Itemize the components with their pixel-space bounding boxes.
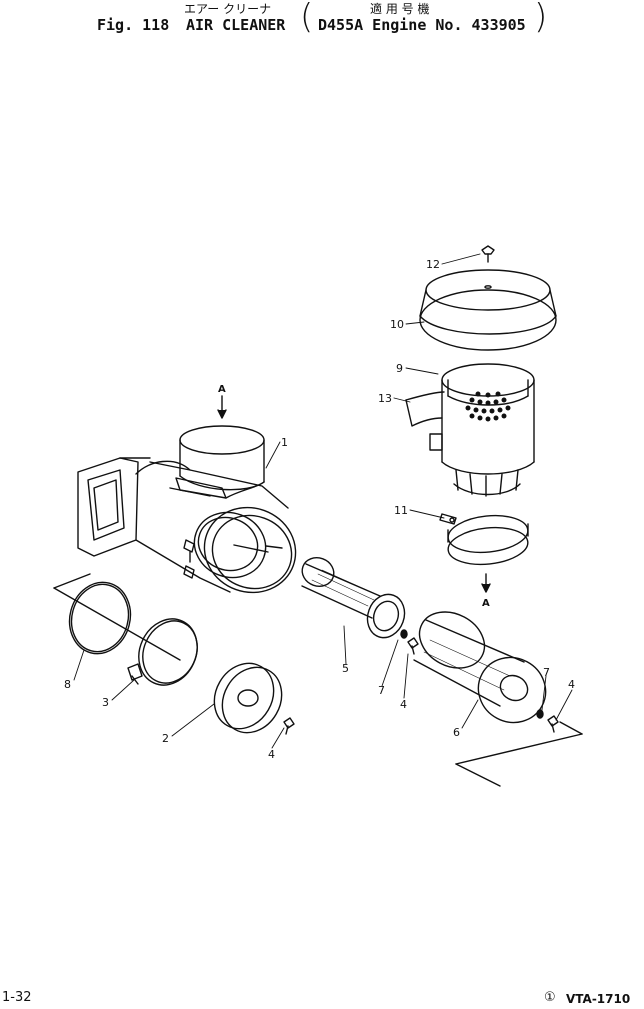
wing-nut-4a	[407, 637, 419, 655]
assembly-bracket-right-top	[559, 721, 583, 735]
perforation-pattern	[465, 391, 511, 422]
figure-number: Fig. 118	[97, 16, 170, 34]
right-paren: )	[534, 0, 548, 37]
assembly-bracket-right-bottom	[455, 733, 583, 765]
callout-8: 8	[64, 678, 71, 691]
drawing-code: VTA-1710	[566, 992, 631, 1006]
callout-5: 5	[342, 662, 349, 675]
callout-1: 1	[281, 436, 288, 449]
callout-13: 13	[378, 392, 392, 405]
arrow-a-bottom	[481, 573, 491, 593]
arrow-label-a-bottom: A	[482, 598, 490, 609]
cleaner-housing	[77, 425, 297, 594]
assembly-bracket-right	[455, 763, 501, 787]
cover-part	[419, 269, 557, 351]
callout-4-center: 4	[400, 698, 407, 711]
arrow-a-top	[217, 395, 227, 419]
o-ring-8	[68, 581, 132, 655]
callout-11: 11	[394, 504, 408, 517]
primary-element-6	[413, 611, 547, 724]
callout-9: 9	[396, 362, 403, 375]
callout-6: 6	[453, 726, 460, 739]
callout-7-right: 7	[543, 666, 550, 679]
callout-7-center: 7	[378, 684, 385, 697]
safety-element-5	[301, 557, 406, 639]
callout-labels: 1 2 3 4 4 4 5 6 7 7 8 9 10 11 12 13 A A	[64, 258, 575, 761]
clamp-band-11	[439, 513, 529, 566]
circled-marker: ①	[544, 990, 556, 1005]
clamp-band-3	[127, 618, 198, 686]
callout-3: 3	[102, 696, 109, 709]
wing-nut-4c	[283, 717, 295, 735]
callout-10: 10	[390, 318, 404, 331]
leader-lines	[73, 253, 573, 749]
wing-nut-4b	[547, 715, 559, 733]
precleaner-body	[405, 363, 535, 497]
applicable-japanese: 適 用 号 機	[370, 2, 430, 16]
left-paren: (	[300, 0, 314, 37]
applicable-serial: D455A Engine No. 433905	[318, 16, 526, 34]
end-cover-2	[213, 662, 283, 734]
washer-7a	[400, 629, 408, 639]
callout-2: 2	[162, 732, 169, 745]
callout-4-right: 4	[568, 678, 575, 691]
arrow-label-a-top: A	[218, 384, 226, 395]
callout-12: 12	[426, 258, 440, 271]
wing-nut-12	[481, 245, 495, 263]
figure-title: AIR CLEANER	[186, 16, 286, 34]
assembly-bracket-left	[53, 587, 181, 661]
washer-7b	[536, 709, 544, 719]
callout-4-bottom: 4	[268, 748, 275, 761]
page-number: 1-32	[2, 990, 32, 1005]
assembly-bracket-left-top	[53, 573, 91, 589]
title-japanese: エアー クリーナ	[184, 2, 272, 16]
